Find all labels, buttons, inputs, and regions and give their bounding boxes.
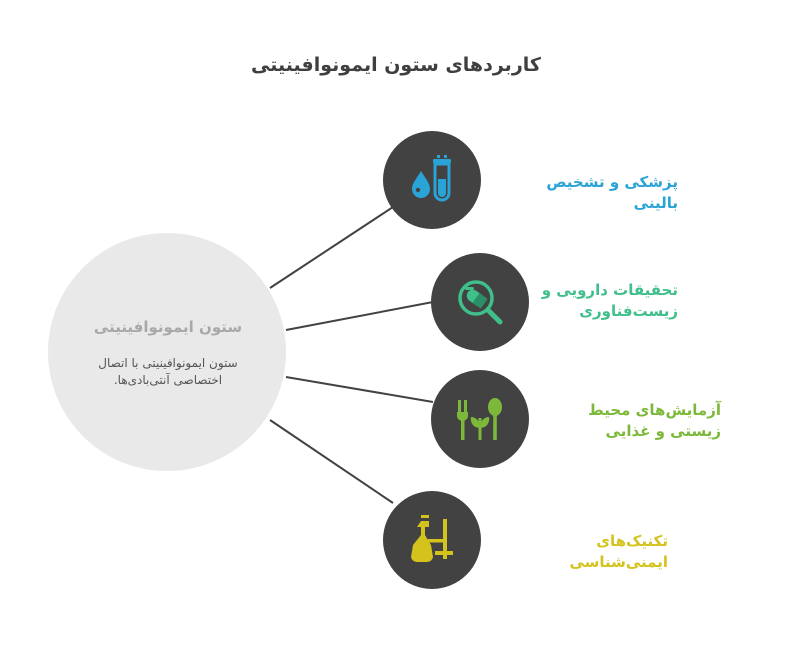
- node-label-medical-diagnosis: پزشکی و تشخیص بالینی: [546, 173, 678, 212]
- connector-line-2: [285, 301, 434, 331]
- connector-line-1: [269, 206, 394, 289]
- lab-flask-icon: [411, 515, 453, 563]
- node-medical-diagnosis: [383, 131, 481, 229]
- node-immunology-techniques: [383, 491, 481, 589]
- node-pharma-research: [431, 253, 529, 351]
- center-node-description: ستون ایمونوافینیتی با اتصال اختصاصی آنتی…: [98, 356, 238, 387]
- connector-line-3: [285, 376, 434, 403]
- diagram-title: کاربردهای ستون ایمونوافینیتی: [251, 54, 541, 76]
- node-environmental-food: [431, 370, 529, 468]
- test-tubes-icon: [412, 155, 451, 202]
- node-label-pharma-research: تحقیقات دارویی و زیست‌فناوری: [541, 281, 678, 320]
- fork-spoon-plant-icon: [457, 398, 502, 440]
- connector-line-4: [269, 419, 394, 504]
- center-node-title: ستون ایمونوافینیتی: [93, 318, 243, 336]
- pill-magnifier-icon: [458, 280, 503, 325]
- node-label-environmental-food: آزمایش‌های محیط زیستی و غذایی: [588, 401, 721, 440]
- center-node: [48, 233, 286, 471]
- node-label-immunology-techniques: تکنیک‌های ایمنی‌شناسی: [569, 532, 668, 571]
